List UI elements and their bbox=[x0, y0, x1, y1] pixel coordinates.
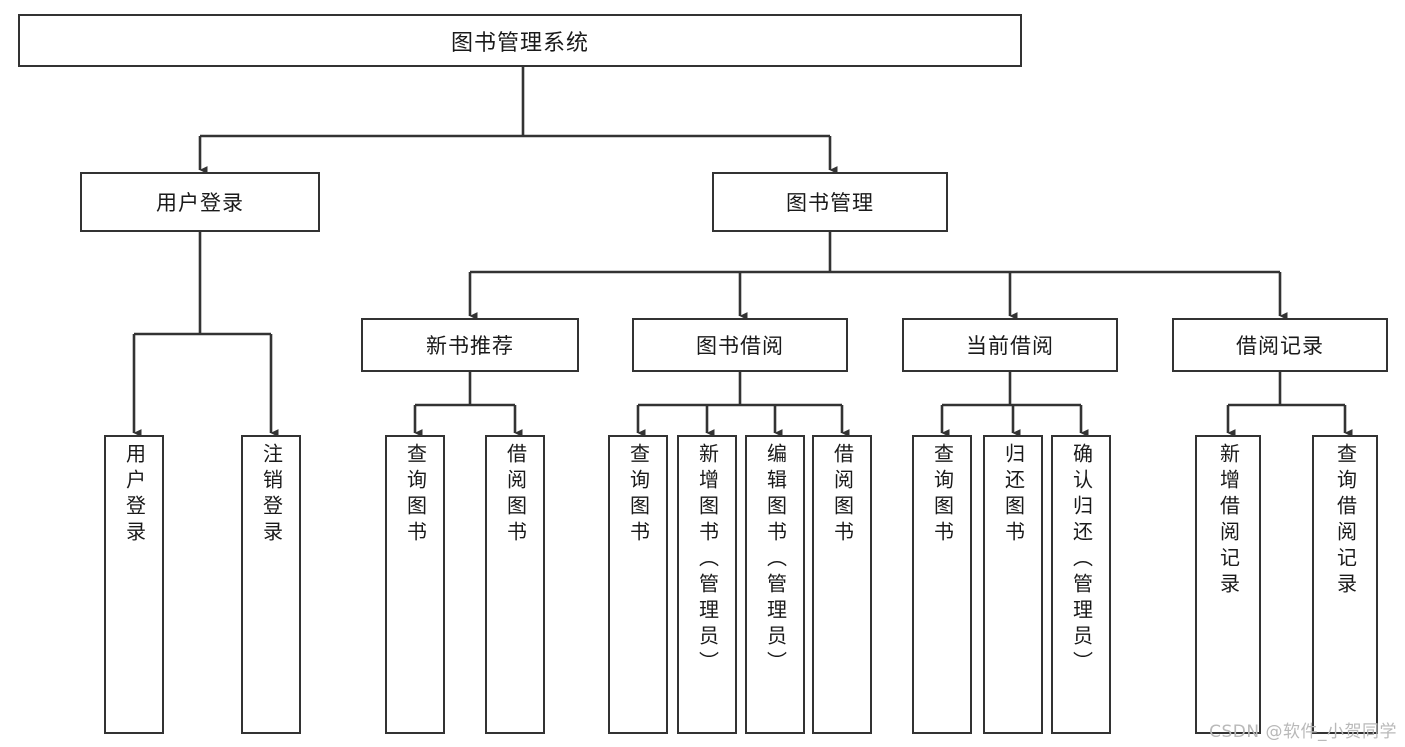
node-leaf-query-book-1-label: 查询图书 bbox=[403, 443, 428, 547]
node-leaf-return-book-label: 归还图书 bbox=[1001, 443, 1026, 547]
node-book-borrow-label: 图书借阅 bbox=[696, 334, 784, 358]
node-borrow-record[interactable]: 借阅记录 bbox=[1172, 318, 1388, 372]
node-current-borrow-label: 当前借阅 bbox=[966, 334, 1054, 358]
node-leaf-query-book-3[interactable]: 查询图书 bbox=[912, 435, 972, 734]
node-leaf-query-book-2-label: 查询图书 bbox=[626, 443, 651, 547]
node-leaf-edit-book-label: 编辑图书（管理员） bbox=[763, 443, 788, 677]
node-leaf-add-record[interactable]: 新增借阅记录 bbox=[1195, 435, 1261, 734]
node-leaf-borrow-book-2[interactable]: 借阅图书 bbox=[812, 435, 872, 734]
node-leaf-borrow-book-2-label: 借阅图书 bbox=[830, 443, 855, 547]
node-book-manage-label: 图书管理 bbox=[786, 191, 874, 215]
node-user-login[interactable]: 用户登录 bbox=[80, 172, 320, 232]
node-leaf-query-book-2[interactable]: 查询图书 bbox=[608, 435, 668, 734]
node-leaf-query-book-1[interactable]: 查询图书 bbox=[385, 435, 445, 734]
node-book-manage[interactable]: 图书管理 bbox=[712, 172, 948, 232]
node-leaf-query-record[interactable]: 查询借阅记录 bbox=[1312, 435, 1378, 734]
node-borrow-record-label: 借阅记录 bbox=[1236, 334, 1324, 358]
node-leaf-user-login[interactable]: 用户登录 bbox=[104, 435, 164, 734]
node-leaf-borrow-book-1[interactable]: 借阅图书 bbox=[485, 435, 545, 734]
node-leaf-logout-label: 注销登录 bbox=[259, 443, 284, 547]
connector-paths bbox=[132, 67, 1353, 437]
node-leaf-confirm-return-label: 确认归还（管理员） bbox=[1069, 443, 1094, 677]
node-leaf-confirm-return[interactable]: 确认归还（管理员） bbox=[1051, 435, 1111, 734]
node-leaf-query-book-3-label: 查询图书 bbox=[930, 443, 955, 547]
node-current-borrow[interactable]: 当前借阅 bbox=[902, 318, 1118, 372]
node-leaf-return-book[interactable]: 归还图书 bbox=[983, 435, 1043, 734]
node-user-login-label: 用户登录 bbox=[156, 191, 244, 215]
node-leaf-add-record-label: 新增借阅记录 bbox=[1216, 443, 1241, 599]
node-leaf-query-record-label: 查询借阅记录 bbox=[1333, 443, 1358, 599]
node-leaf-borrow-book-1-label: 借阅图书 bbox=[503, 443, 528, 547]
node-new-book-rec[interactable]: 新书推荐 bbox=[361, 318, 579, 372]
node-leaf-add-book-label: 新增图书（管理员） bbox=[695, 443, 720, 677]
node-leaf-add-book[interactable]: 新增图书（管理员） bbox=[677, 435, 737, 734]
node-root[interactable]: 图书管理系统 bbox=[18, 14, 1022, 67]
node-book-borrow[interactable]: 图书借阅 bbox=[632, 318, 848, 372]
node-leaf-user-login-label: 用户登录 bbox=[122, 443, 147, 547]
node-new-book-rec-label: 新书推荐 bbox=[426, 334, 514, 358]
node-leaf-edit-book[interactable]: 编辑图书（管理员） bbox=[745, 435, 805, 734]
node-leaf-logout[interactable]: 注销登录 bbox=[241, 435, 301, 734]
node-root-label: 图书管理系统 bbox=[450, 30, 589, 56]
